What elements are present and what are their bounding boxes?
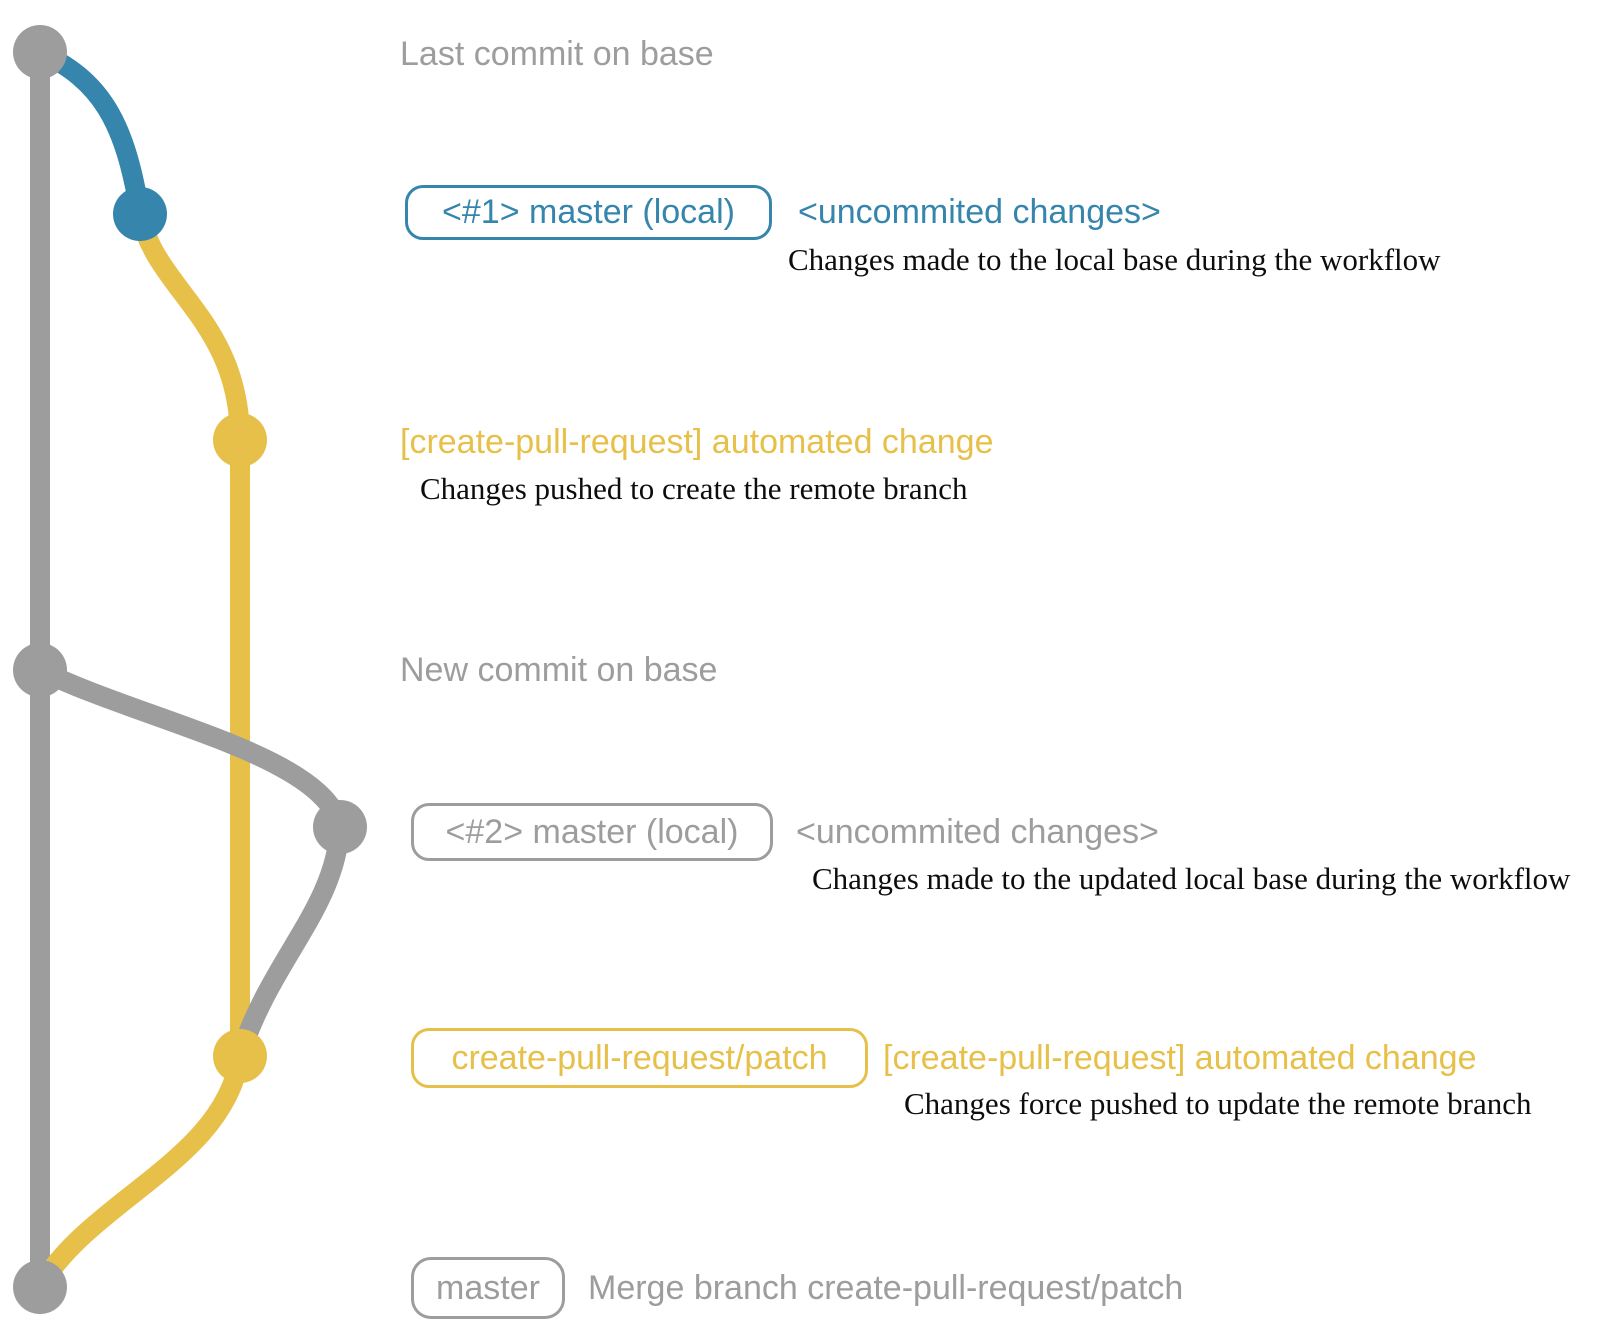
uncommited-changes-2-description: Changes made to the updated local base d… — [812, 861, 1571, 896]
commit-node-local-master-2 — [313, 800, 367, 854]
branch-edge-patch-merge — [31, 1054, 250, 1293]
uncommited-changes-1-description: Changes made to the local base during th… — [788, 242, 1441, 277]
branch-badge-master-local-2: <#2> master (local) — [411, 803, 773, 861]
branch-badge-create-pull-request-patch: create-pull-request/patch — [411, 1028, 868, 1088]
branch-edge-local-branch-2-in — [230, 826, 350, 1059]
commit-node-last-commit-on-base — [13, 25, 67, 79]
branch-badge-master: master — [411, 1257, 565, 1319]
new-commit-on-base-label: New commit on base — [400, 651, 718, 689]
branch-badge-master-local-1: <#1> master (local) — [405, 185, 772, 240]
merge-commit-label: Merge branch create-pull-request/patch — [588, 1269, 1184, 1307]
branch-badge-master-local-1-text: <#1> master (local) — [442, 193, 735, 231]
branch-badge-master-text: master — [436, 1268, 540, 1307]
commit-node-patch-commit-2 — [213, 1029, 267, 1083]
automated-change-1-label: [create-pull-request] automated change — [400, 423, 994, 461]
branch-badge-create-pull-request-patch-text: create-pull-request/patch — [451, 1038, 828, 1077]
automated-change-2-label: [create-pull-request] automated change — [883, 1039, 1477, 1077]
branch-edge-local-branch-2-out — [35, 661, 350, 830]
automated-change-2-description: Changes force pushed to update the remot… — [904, 1086, 1532, 1121]
uncommited-changes-1-label: <uncommited changes> — [798, 193, 1161, 231]
branch-edge-local-branch-1 — [35, 42, 150, 216]
last-commit-on-base-label: Last commit on base — [400, 35, 714, 73]
commit-node-patch-commit-1 — [213, 413, 267, 467]
commit-node-new-commit-on-base — [13, 643, 67, 697]
commit-node-local-master-1 — [113, 187, 167, 241]
automated-change-1-description: Changes pushed to create the remote bran… — [420, 471, 968, 506]
uncommited-changes-2-label: <uncommited changes> — [796, 813, 1159, 851]
commit-node-merge-commit — [13, 1260, 67, 1314]
branch-edge-patch-branch-top — [130, 211, 250, 441]
branch-badge-master-local-2-text: <#2> master (local) — [445, 812, 739, 851]
